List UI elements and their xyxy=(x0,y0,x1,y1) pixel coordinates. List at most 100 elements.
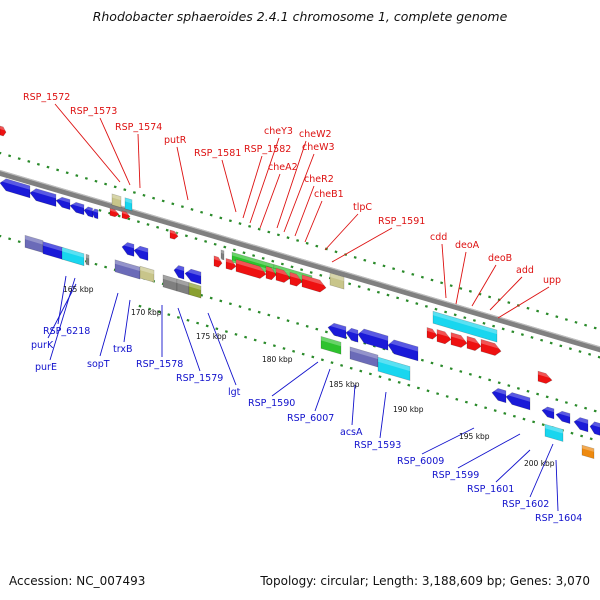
tick-mark xyxy=(204,240,208,243)
gene-feature xyxy=(480,339,502,356)
tick-mark xyxy=(184,234,188,238)
tick-mark xyxy=(555,315,559,319)
tick-mark xyxy=(545,395,549,399)
scale-label: 170 kbp xyxy=(131,308,162,317)
gene-shading xyxy=(542,405,554,413)
bottom-gene-label: RSP_1599 xyxy=(432,470,479,481)
tick-mark xyxy=(348,282,352,286)
gene-shading xyxy=(346,326,358,335)
tick-mark xyxy=(459,287,463,290)
gene-feature xyxy=(173,265,185,280)
gene-shading xyxy=(556,409,570,417)
top-gene-label-leader xyxy=(324,213,359,251)
top-gene-label: cheW3 xyxy=(302,142,335,153)
top-gene-label-leader xyxy=(304,200,323,243)
tick-mark xyxy=(228,219,232,223)
gene-shading xyxy=(177,279,189,287)
tick-mark xyxy=(94,262,98,266)
gene-shading xyxy=(378,357,410,372)
tick-mark xyxy=(584,323,588,327)
tick-mark xyxy=(574,320,578,324)
gene-shading xyxy=(321,336,341,347)
gene-feature xyxy=(265,265,277,281)
tick-mark xyxy=(205,324,209,328)
tick-mark xyxy=(359,369,363,373)
tick-mark xyxy=(315,244,319,248)
gene-feature xyxy=(537,370,553,384)
tick-mark xyxy=(286,236,290,240)
gene-shading xyxy=(437,329,451,338)
topology-text: Topology: circular; Length: 3,188,609 bp… xyxy=(260,574,590,588)
top-gene-label: deoA xyxy=(455,240,480,251)
tick-mark xyxy=(445,395,449,398)
tick-mark xyxy=(530,336,534,339)
tick-mark xyxy=(420,358,424,362)
gene-shading xyxy=(62,247,84,258)
tick-mark xyxy=(474,403,478,407)
gene-shading xyxy=(590,420,600,428)
top-gene-label-leader xyxy=(331,227,393,263)
bottom-gene-label-leader xyxy=(555,459,559,512)
tick-mark xyxy=(276,233,280,237)
tick-mark xyxy=(444,310,448,314)
tick-mark xyxy=(484,406,488,410)
gene-feature xyxy=(573,417,589,433)
backbone-bar xyxy=(0,170,600,353)
tick-mark xyxy=(520,333,524,336)
gene-shading xyxy=(170,229,178,235)
tick-mark xyxy=(123,188,127,192)
bottom-gene-label: RSP_1578 xyxy=(136,359,183,370)
bottom-gene-label-leader xyxy=(314,368,331,412)
gene-shading xyxy=(582,445,594,452)
tick-mark xyxy=(424,304,428,308)
tick-mark xyxy=(459,370,463,373)
top-gene-label: cheW2 xyxy=(299,129,332,140)
bottom-gene-label-leader xyxy=(421,427,475,455)
gene-feature xyxy=(213,255,223,268)
tick-mark xyxy=(405,299,409,303)
tick-mark xyxy=(296,239,300,242)
tick-mark xyxy=(94,179,98,183)
tick-mark xyxy=(252,254,256,257)
bottom-gene-label-leader xyxy=(495,449,531,483)
top-gene-label-leader xyxy=(471,264,497,307)
tick-mark xyxy=(578,350,582,353)
tick-mark xyxy=(376,290,380,294)
tick-mark xyxy=(434,307,438,311)
gene-feature xyxy=(377,356,411,381)
bottom-gene-label-leader xyxy=(207,312,237,386)
top-gene-label: RSP_1573 xyxy=(70,106,117,117)
tick-mark xyxy=(244,335,248,339)
top-gene-label-leader xyxy=(259,173,281,229)
tick-mark xyxy=(156,225,160,229)
gene-feature xyxy=(432,310,498,343)
tick-mark xyxy=(8,237,12,241)
gene-shading xyxy=(545,424,563,434)
tick-mark xyxy=(117,214,121,218)
bottom-gene-label-leader xyxy=(47,283,77,339)
gene-feature xyxy=(188,282,202,299)
tick-mark xyxy=(570,431,574,435)
tick-mark xyxy=(17,157,21,161)
gene-shading xyxy=(214,255,222,262)
tick-mark xyxy=(324,330,328,334)
gene-shading xyxy=(538,371,552,379)
gene-feature xyxy=(544,423,564,442)
tick-mark xyxy=(382,264,386,268)
gene-feature xyxy=(0,178,31,199)
tick-mark xyxy=(209,296,213,300)
tick-mark xyxy=(17,240,21,244)
gene-feature xyxy=(329,272,345,290)
top-gene-label: RSP_1591 xyxy=(378,216,425,227)
tick-mark xyxy=(436,392,440,396)
top-gene-label: RSP_1582 xyxy=(244,144,291,155)
tick-mark xyxy=(271,259,275,263)
tick-mark xyxy=(386,293,390,297)
top-gene-label-leader xyxy=(221,159,237,213)
tick-mark xyxy=(482,321,486,325)
tick-mark xyxy=(261,256,265,260)
tick-mark xyxy=(536,309,540,313)
tick-mark xyxy=(340,364,344,367)
tick-mark xyxy=(248,224,252,228)
tick-mark xyxy=(497,381,501,385)
